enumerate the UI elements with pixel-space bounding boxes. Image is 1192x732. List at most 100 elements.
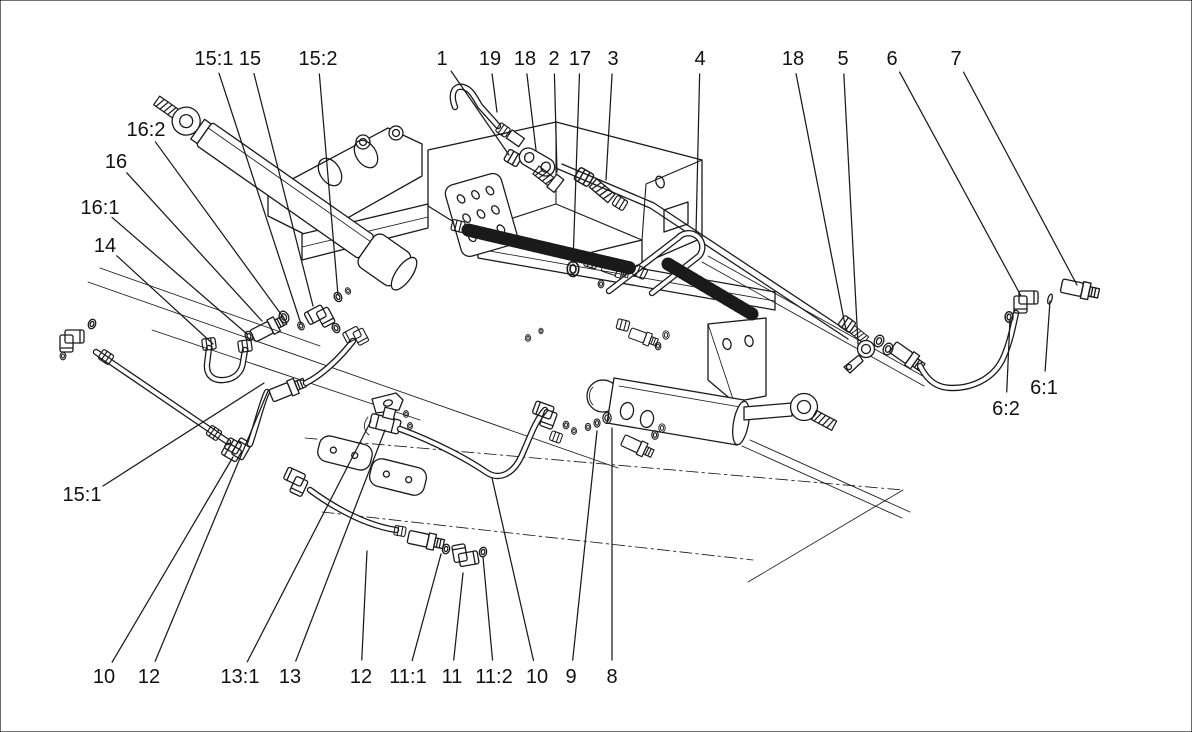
callout-label-15:2: 15:2 (299, 48, 338, 70)
leader-line-15:1 (218, 72, 302, 325)
callout-label-5: 5 (837, 48, 848, 70)
port-boss (639, 409, 655, 429)
elbow-fitting (59, 329, 85, 353)
leader-line-11 (453, 572, 464, 661)
callout-label-16:2: 16:2 (127, 119, 166, 141)
o-ring-6-2 (1004, 311, 1014, 323)
bolt-2 (532, 165, 565, 194)
hose-loop-10 (396, 400, 577, 480)
leader-line-16:2 (154, 141, 284, 318)
hose-fitting-12 (267, 374, 309, 405)
callout-label-11:1: 11:1 (389, 666, 426, 688)
leader-line-1 (450, 70, 510, 156)
elbow-6 (1013, 290, 1039, 314)
callout-label-14: 14 (94, 235, 116, 257)
callout-label-4: 4 (694, 48, 705, 70)
leader-line-16:1 (111, 216, 248, 335)
callout-label-18: 18 (782, 48, 804, 70)
clamp-bracket-13-1 (371, 392, 404, 414)
leader-line-19 (491, 73, 498, 113)
tee-fitting-13 (363, 392, 413, 436)
leader-line-3 (605, 73, 613, 181)
callout-label-6:2: 6:2 (992, 398, 1020, 420)
callout-label-19: 19 (479, 48, 501, 70)
callout-label-6: 6 (886, 48, 897, 70)
callout-label-16: 16 (105, 151, 127, 173)
callout-label-16:1: 16:1 (81, 197, 120, 219)
callout-label-10: 10 (93, 666, 115, 688)
leader-line-10 (111, 456, 234, 663)
fitting-cluster-left (243, 286, 370, 351)
leader-line-6 (898, 71, 1022, 297)
leader-line-5 (843, 73, 859, 345)
leader-line-13:1 (246, 420, 372, 663)
tower-lug (355, 134, 371, 150)
frame-bracket (267, 121, 776, 403)
rod-end-ball-joint (789, 392, 819, 422)
leader-line-12 (154, 390, 269, 662)
callout-label-12: 12 (138, 666, 160, 688)
leader-line-6:1 (1044, 300, 1051, 372)
hose-left-lower (59, 317, 357, 466)
cylinder-left (153, 95, 418, 291)
callout-label-15:1: 15:1 (195, 48, 234, 70)
leader-line-6:2 (1006, 318, 1011, 393)
o-ring-9 (584, 422, 592, 432)
washer-6-1 (1047, 293, 1053, 305)
elbow-fitting (278, 466, 312, 498)
elbow-11 (451, 541, 480, 569)
leader-line-15:1 (102, 382, 265, 487)
callout-label-11:2: 11:2 (475, 666, 512, 688)
hose-19-assembly (449, 83, 629, 278)
leader-line-13 (295, 429, 386, 662)
port-boss (619, 401, 635, 421)
o-ring (86, 317, 98, 331)
o-ring-9 (593, 418, 601, 428)
callout-label-15:1: 15:1 (63, 484, 102, 506)
leader-line-9 (572, 430, 598, 661)
hose-fitting-12 (406, 528, 446, 553)
hose-6-assembly (837, 276, 1101, 392)
formed-tube-4 (605, 229, 931, 387)
callout-label-2: 2 (548, 48, 559, 70)
callout-label-15: 15 (239, 48, 261, 70)
leader-line-14 (116, 255, 214, 345)
leader-line-15:2 (318, 73, 339, 296)
hose-bottom-11 (278, 466, 489, 569)
callout-label-1: 1 (436, 48, 447, 70)
callout-label-11: 11 (442, 666, 463, 688)
callout-label-10: 10 (526, 666, 548, 688)
right-bracket (707, 317, 767, 403)
plug-fitting (619, 432, 656, 461)
leader-line-17 (572, 73, 581, 264)
piston-rod (743, 402, 793, 421)
tower-lug (388, 125, 404, 141)
leader-line-18 (795, 73, 847, 331)
link-18 (518, 147, 556, 177)
deck-outline (87, 267, 911, 583)
leader-line-11:1 (411, 553, 442, 662)
fitting-7 (1059, 276, 1101, 303)
callout-label-12: 12 (350, 666, 372, 688)
leader-line-12 (361, 550, 368, 661)
callout-label-17: 17 (569, 48, 591, 70)
corrugated-hose (449, 218, 759, 321)
o-ring (343, 286, 353, 296)
callout-label-9: 9 (565, 666, 576, 688)
callout-label-7: 7 (950, 48, 961, 70)
leader-line-15 (253, 72, 314, 307)
p-clamp-18 (856, 339, 876, 359)
leader-line-18 (526, 73, 537, 151)
leader-line-11:2 (482, 556, 494, 661)
leader-line-2 (553, 73, 558, 173)
callout-label-3: 3 (607, 48, 618, 70)
cylinder-right (586, 377, 838, 446)
o-ring-11-2 (477, 545, 489, 559)
leader-line-16 (126, 172, 263, 322)
callout-label-6:1: 6:1 (1030, 377, 1058, 399)
leader-line-4 (695, 73, 701, 234)
callout-label-18: 18 (514, 48, 536, 70)
